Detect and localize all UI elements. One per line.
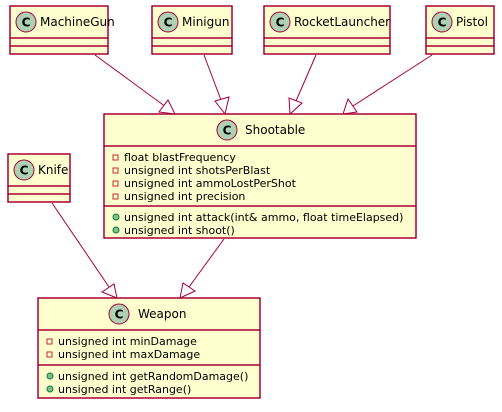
inheritance-edges xyxy=(51,54,433,299)
attribute-list: float blastFrequency unsigned int shotsP… xyxy=(112,151,297,203)
class-type-letter: C xyxy=(115,308,124,322)
edge-shootable-weapon xyxy=(179,238,225,299)
edge-knife-weapon xyxy=(51,202,118,299)
class-machinegun[interactable]: C MachineGun xyxy=(9,5,115,55)
class-name: RocketLauncher xyxy=(294,15,390,29)
class-name: Knife xyxy=(38,163,68,177)
method: unsigned int attack(int& ammo, float tim… xyxy=(124,211,403,224)
class-pistol[interactable]: C Pistol xyxy=(425,5,495,55)
private-visibility-icon xyxy=(112,193,119,200)
class-type-icon xyxy=(216,119,238,141)
class-rocketlauncher[interactable]: C RocketLauncher xyxy=(263,5,391,55)
class-type-letter: C xyxy=(164,16,173,30)
attribute: unsigned int precision xyxy=(124,190,245,203)
method: unsigned int shoot() xyxy=(124,224,235,237)
class-type-letter: C xyxy=(276,16,285,30)
private-visibility-icon xyxy=(46,351,53,358)
attribute: unsigned int ammoLostPerShot xyxy=(124,177,297,190)
class-type-letter: C xyxy=(22,16,31,30)
class-name: Minigun xyxy=(182,15,229,29)
class-type-icon xyxy=(157,11,179,33)
class-name: MachineGun xyxy=(40,15,115,29)
class-type-letter: C xyxy=(20,164,29,178)
private-visibility-icon xyxy=(112,154,119,161)
class-name: Weapon xyxy=(138,307,186,321)
method-list: unsigned int attack(int& ammo, float tim… xyxy=(112,211,403,237)
edge-minigun-shootable xyxy=(203,54,230,116)
private-visibility-icon xyxy=(112,180,119,187)
method-list: unsigned int getRandomDamage() unsigned … xyxy=(46,370,248,396)
class-type-icon xyxy=(431,11,453,33)
class-name: Pistol xyxy=(456,15,488,29)
class-type-icon xyxy=(108,303,130,325)
edge-pistol-shootable xyxy=(342,54,433,115)
public-visibility-icon xyxy=(46,372,54,380)
attribute: unsigned int minDamage xyxy=(58,335,197,348)
class-type-icon xyxy=(13,159,35,181)
class-type-letter: C xyxy=(438,16,447,30)
method: unsigned int getRange() xyxy=(58,383,191,396)
class-name: Shootable xyxy=(245,123,305,137)
class-type-icon xyxy=(269,11,291,33)
class-type-letter: C xyxy=(223,124,232,138)
class-knife[interactable]: C Knife xyxy=(7,153,71,203)
public-visibility-icon xyxy=(112,213,120,221)
method: unsigned int getRandomDamage() xyxy=(58,370,248,383)
attribute: float blastFrequency xyxy=(124,151,236,164)
class-weapon[interactable]: C Weapon unsigned int minDamage unsigned… xyxy=(37,297,261,399)
private-visibility-icon xyxy=(112,167,119,174)
attribute: unsigned int shotsPerBlast xyxy=(124,164,271,177)
attribute: unsigned int maxDamage xyxy=(58,348,200,361)
class-type-icon xyxy=(15,11,37,33)
attribute-list: unsigned int minDamage unsigned int maxD… xyxy=(46,335,200,361)
public-visibility-icon xyxy=(46,385,54,393)
edge-machinegun-shootable xyxy=(94,54,176,115)
private-visibility-icon xyxy=(46,338,53,345)
public-visibility-icon xyxy=(112,226,120,234)
class-minigun[interactable]: C Minigun xyxy=(151,5,233,55)
class-shootable[interactable]: C Shootable float blastFrequency unsigne… xyxy=(103,113,417,239)
edge-rocketlauncher-shootable xyxy=(288,54,317,116)
